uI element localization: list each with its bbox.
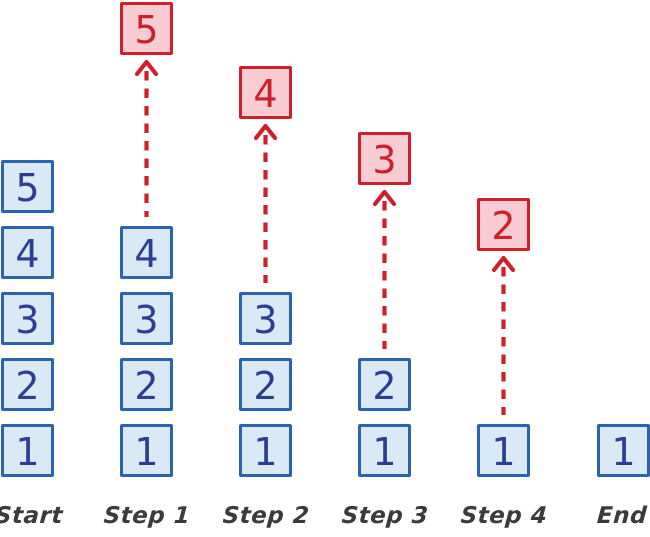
- stack-box: 2: [358, 358, 411, 411]
- stack-box: 1: [1, 424, 54, 477]
- column-label: End: [596, 503, 648, 529]
- column-label: Step 2: [221, 503, 311, 529]
- stack-box: 4: [120, 226, 173, 279]
- popped-box: 2: [477, 198, 530, 251]
- popped-box: 3: [358, 132, 411, 185]
- popped-box: 5: [120, 2, 173, 55]
- stack-box: 2: [120, 358, 173, 411]
- stack-box: 1: [358, 424, 411, 477]
- stack-box: 1: [239, 424, 292, 477]
- stack-box: 1: [597, 424, 650, 477]
- stack-box: 3: [239, 292, 292, 345]
- column-label: Step 1: [102, 503, 192, 529]
- pop-arrow-up-icon: [253, 123, 278, 283]
- pop-arrow-up-icon: [134, 59, 159, 217]
- stack-box: 3: [120, 292, 173, 345]
- column-label: Step 4: [459, 503, 549, 529]
- stack-box: 4: [1, 226, 54, 279]
- stack-box: 3: [1, 292, 54, 345]
- stack-box: 2: [239, 358, 292, 411]
- stack-box: 2: [1, 358, 54, 411]
- pop-arrow-up-icon: [491, 255, 516, 415]
- popped-box: 4: [239, 66, 292, 119]
- column-label: Step 3: [340, 503, 430, 529]
- stack-box: 1: [120, 424, 173, 477]
- stack-box: 5: [1, 160, 54, 213]
- column-label: Start: [0, 503, 64, 529]
- pop-arrow-up-icon: [372, 189, 397, 349]
- stack-box: 1: [477, 424, 530, 477]
